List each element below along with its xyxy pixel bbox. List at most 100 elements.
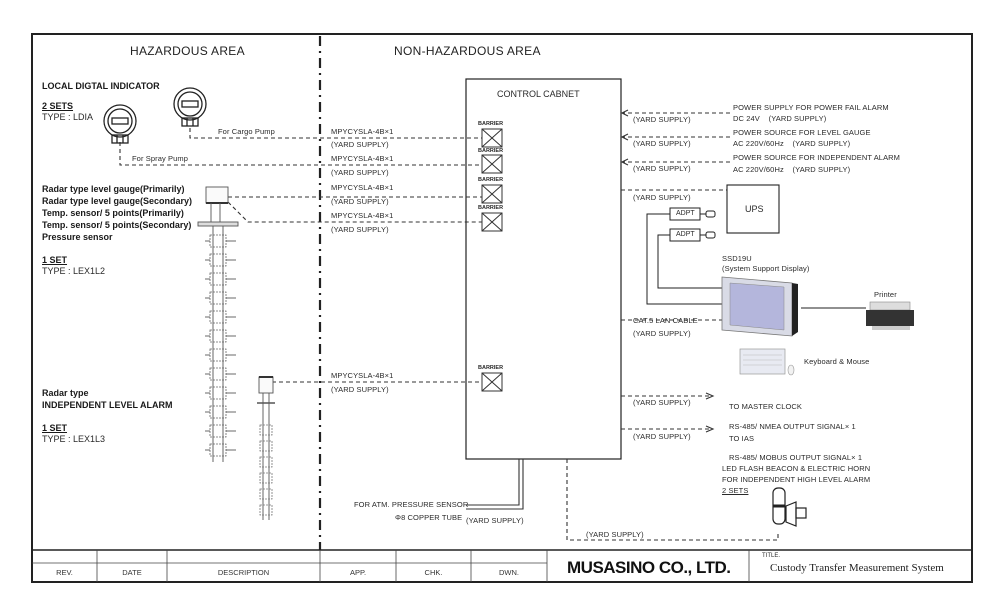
alarm-segment [259,440,273,452]
gauge-sensor-segment [209,272,227,286]
gauge-sensor-segment [209,424,227,438]
barrier-icon-5 [481,372,503,392]
beacon-line1: LED FLASH BEACON & ELECTRIC HORN [722,464,871,473]
drawing-frame [31,33,973,583]
level-gauge-sensors [205,234,236,457]
barrier-label-3: BARRIER [478,177,504,183]
barrier-label-2: BARRIER [478,148,504,154]
title-block-columns [96,550,750,582]
gauge-sensor-segment [209,386,227,400]
barrier-label-4: BARRIER [478,205,504,211]
power-3-supply: (YARD SUPPLY) [633,164,691,173]
beacon-qty: 2 SETS [722,486,749,495]
cargo-pump-label: For Cargo Pump [218,127,275,136]
col-date: DATE [122,568,142,577]
beacon-supply: (YARD SUPPLY) [586,530,644,539]
power-1-supply: (YARD SUPPLY) [633,115,691,124]
barrier-icons [481,128,503,392]
cable-3-name: MPYCYSLA-4B×1 [331,183,394,192]
display-icon [721,276,798,337]
power-3-line2: AC 220V/60Hz (YARD SUPPLY) [733,165,851,174]
alarm-line-2: INDEPENDENT LEVEL ALARM [42,400,173,410]
barrier-label-5: BARRIER [478,365,504,371]
cable-1-name: MPYCYSLA-4B×1 [331,127,394,136]
gauge-sensor-segment [209,310,227,324]
power-2-supply: (YARD SUPPLY) [633,139,691,148]
alarm-segment [259,504,273,516]
drawing-title: Custody Transfer Measurement System [770,562,944,574]
gauge-type: TYPE : LEX1L2 [42,266,106,276]
atm-line2: Φ8 COPPER TUBE [395,513,463,522]
power-lines [566,109,779,541]
col-description: DESCRIPTION [217,568,270,577]
local-indicator-icon-2 [173,87,207,127]
spray-pump-label: For Spray Pump [132,154,189,163]
level-gauge-icon [197,186,239,462]
gauge-sensor-segment [209,405,227,419]
level-alarm-segments [259,424,273,516]
ups-supply: (YARD SUPPLY) [633,193,691,202]
power-1-line1: POWER SUPPLY FOR POWER FAIL ALARM [733,103,889,112]
power-3-line1: POWER SOURCE FOR INDEPENDENT ALARM [733,153,901,162]
output-2-supply: (YARD SUPPLY) [633,432,691,441]
gauge-line-2: Radar type level gauge(Secondary) [42,196,193,206]
barrier-icon-1 [481,128,503,148]
alarm-segment [259,472,273,484]
copper-tube [466,459,524,510]
title-label: TITLE. [762,553,781,559]
gauge-sensor-segment [209,367,227,381]
gauge-line-1: Radar type level gauge(Primarily) [42,184,185,194]
lan-supply: (YARD SUPPLY) [633,329,691,338]
beacon-horn-icon [772,487,807,527]
beacon-line2: FOR INDEPENDENT HIGH LEVEL ALARM [722,475,871,484]
non-hazardous-area-heading: NON-HAZARDOUS AREA [394,44,541,58]
output-1-supply: (YARD SUPPLY) [633,398,691,407]
local-indicator-title: LOCAL DIGTAL INDICATOR [42,81,160,91]
adapter-2-label: ADPT [676,231,695,238]
local-indicator-qty: 2 SETS [42,101,74,111]
control-cabinet-label: CONTROL CABNET [497,89,580,99]
alarm-qty: 1 SET [42,423,68,433]
cable-2-supply: (YARD SUPPLY) [331,168,389,177]
hazardous-area-heading: HAZARDOUS AREA [130,44,245,58]
power-2-line1: POWER SOURCE FOR LEVEL GAUGE [733,128,871,137]
cable-3-supply: (YARD SUPPLY) [331,197,389,206]
alarm-segment [259,424,273,436]
col-chk: CHK. [424,568,443,577]
alarm-segment [259,456,273,468]
cable-4-name: MPYCYSLA-4B×1 [331,211,394,220]
gauge-sensor-segment [209,234,227,248]
gauge-sensor-segment [209,291,227,305]
output-2-label: RS-485/ NMEA OUTPUT SIGNAL× 1 [729,422,856,431]
keyboard-label: Keyboard & Mouse [804,357,870,366]
ups-label: UPS [745,204,764,214]
display-desc: (System Support Display) [722,264,810,273]
output-1-label: TO MASTER CLOCK [729,402,803,411]
gauge-sensor-segment [209,348,227,362]
col-app: APP. [349,568,367,577]
local-indicator-icon-1 [103,104,137,144]
local-indicator-type: TYPE : LDIA [42,112,94,122]
output-2-label2: TO IAS [729,434,755,443]
gauge-line-5: Pressure sensor [42,232,113,242]
beacon-signal: RS-485/ MOBUS OUTPUT SIGNAL× 1 [729,453,863,462]
power-1-line2: DC 24V (YARD SUPPLY) [733,114,827,123]
printer-label: Printer [874,290,897,299]
control-cabinet-box [465,78,622,460]
alarm-type: TYPE : LEX1L3 [42,434,106,444]
atm-supply: (YARD SUPPLY) [466,516,524,525]
barrier-icon-4 [481,212,503,232]
gauge-line-3: Temp. sensor/ 5 points(Primarily) [42,208,184,218]
cable-5-name: MPYCYSLA-4B×1 [331,371,394,380]
gauge-sensor-segment [209,253,227,267]
atm-line1: FOR ATM. PRESSURE SENSOR [354,500,469,509]
barrier-label-1: BARRIER [478,121,504,127]
gauge-sensor-segment [209,329,227,343]
printer-icon [866,301,914,330]
gauge-sensor-segment [209,443,227,457]
alarm-segment [259,488,273,500]
alarm-line-1: Radar type [42,388,89,398]
ups-box [726,184,780,234]
barrier-icon-3 [481,184,503,204]
